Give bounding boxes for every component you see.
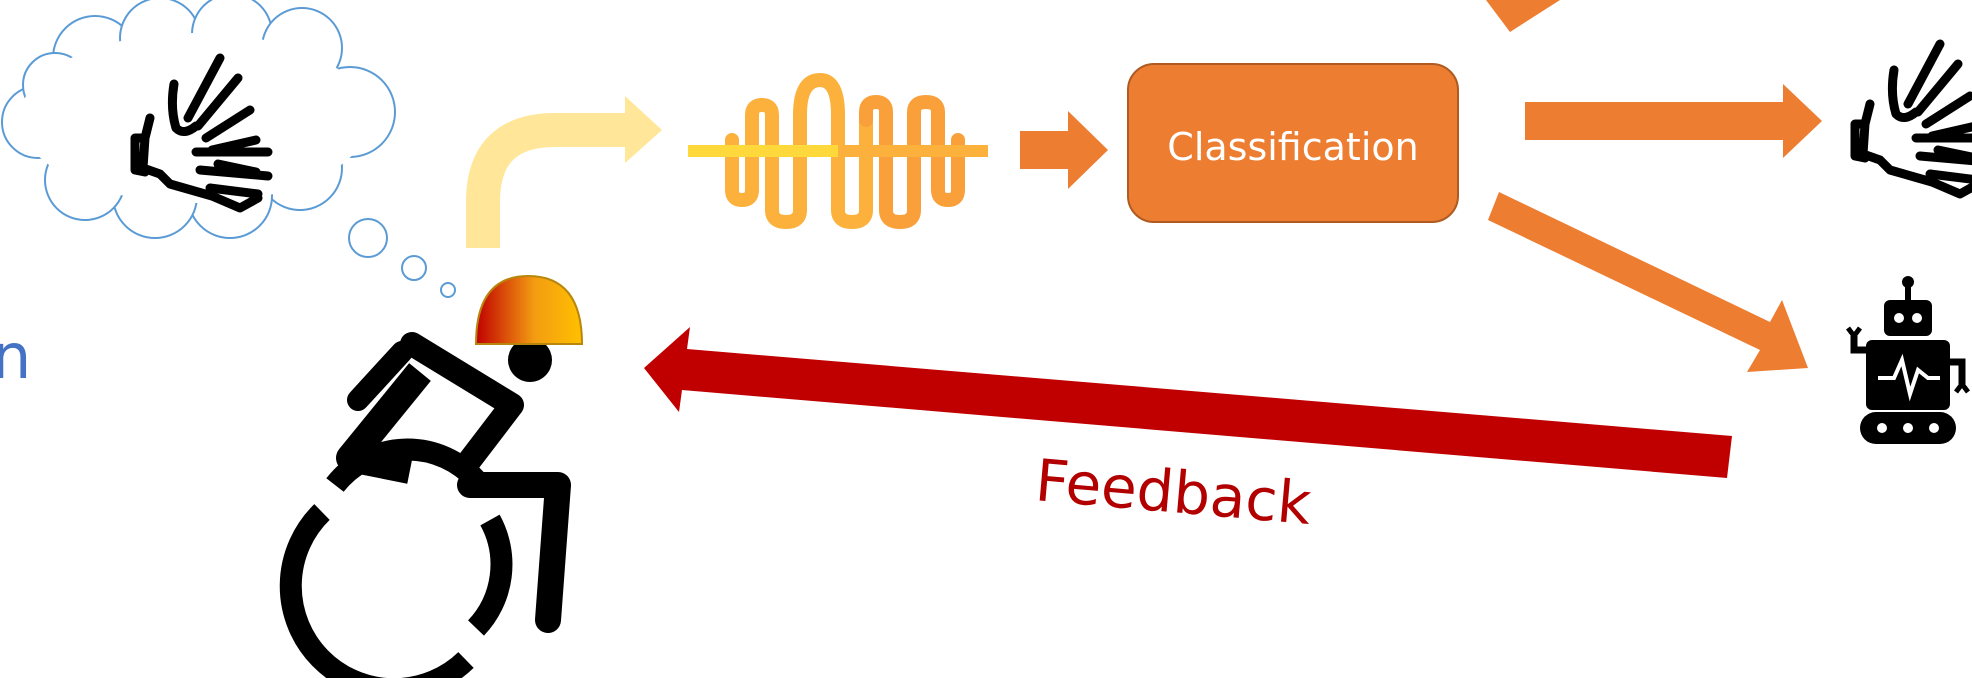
classification-box: Classification [1127,63,1459,223]
feedback-label: Feedback [1033,446,1314,538]
thought-bubble-large [348,218,388,258]
output-arrow-hand [1525,84,1822,158]
clipped-text: n [0,320,31,393]
feedback-arrow [644,327,1732,478]
eeg-headset-icon [474,274,584,345]
clipped-arrow [1486,0,1560,32]
hand-sign-icon [1850,39,1972,199]
input-arrow [1020,111,1108,189]
wheelchair-user-icon [279,332,571,678]
thought-cloud [1,0,456,298]
hand-sign-icon [130,53,273,213]
brain-signal-icon [688,72,988,230]
robot-icon [1846,276,1970,444]
classification-label: Classification [1167,125,1418,169]
thought-bubble-small [440,282,456,298]
thought-bubble-medium [401,255,427,281]
user-head [508,338,552,382]
signal-arrow [466,96,662,248]
output-arrow-robot [1488,192,1808,372]
